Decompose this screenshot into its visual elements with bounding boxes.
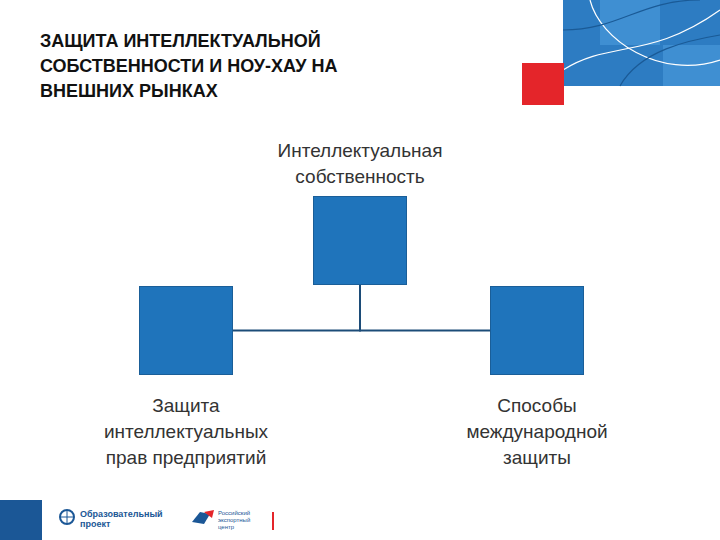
slide-title: ЗАЩИТА ИНТЕЛЛЕКТУАЛЬНОЙ СОБСТВЕННОСТИ И …: [40, 29, 385, 104]
hierarchy-node: Защита интеллектуальных прав предприятий: [86, 286, 286, 471]
divider-bar: [272, 512, 274, 530]
hierarchy-node: Интеллектуальная собственность: [260, 138, 460, 285]
hierarchy-node: Способы международной защиты: [437, 286, 637, 471]
pattern-curve: [563, 0, 700, 30]
rec-logo: [204, 510, 214, 518]
globe-icon: [60, 510, 74, 524]
node-label: Защита интеллектуальных прав предприятий: [86, 393, 286, 471]
node-square: [313, 196, 407, 285]
corner-pattern: [563, 0, 720, 86]
tree-connector: [360, 285, 490, 331]
node-label: Способы международной защиты: [437, 393, 637, 471]
logo-text: Образовательный проект: [80, 509, 160, 529]
pattern-curve: [590, 0, 720, 65]
red-square: [522, 63, 564, 105]
logo-text: Российский экспортный центр: [218, 510, 266, 531]
corner-block: [0, 500, 42, 540]
node-square: [490, 286, 584, 375]
node-label: Интеллектуальная собственность: [260, 138, 460, 190]
pattern-curve: [620, 35, 720, 86]
globe-icon: [60, 510, 74, 524]
tree-connector: [233, 285, 360, 331]
node-square: [139, 286, 233, 375]
